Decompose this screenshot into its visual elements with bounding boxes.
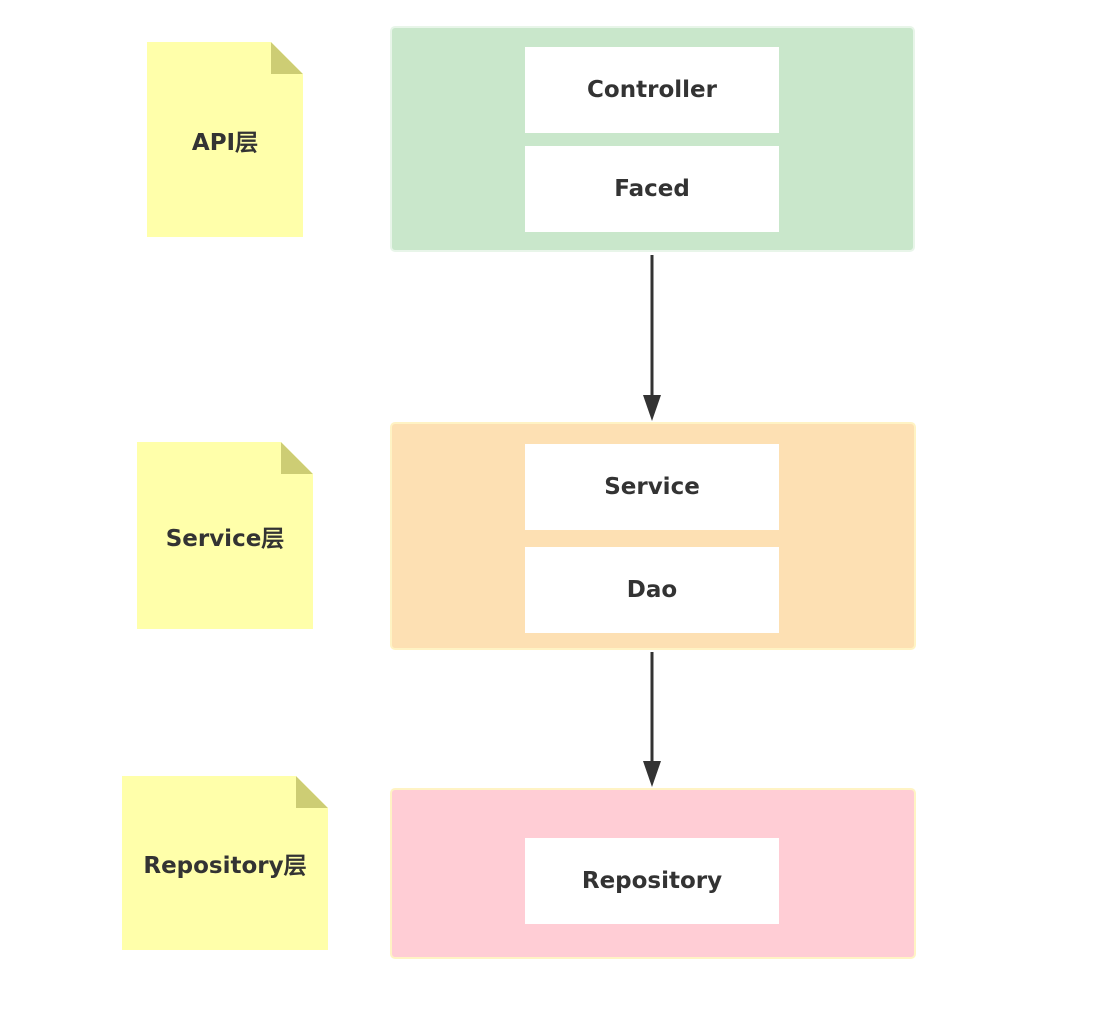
note-label: Repository层 [143,853,307,879]
box-label: Service [604,474,700,500]
repository-box: Repository [525,838,779,924]
dao-box: Dao [525,547,779,633]
note-label: Service层 [165,525,285,552]
controller-box: Controller [525,47,779,133]
box-label: Repository [581,868,723,894]
box-label: Controller [587,77,717,103]
arrow-service-to-repository-head [643,761,661,787]
service-box: Service [525,444,779,530]
arrow-api-to-service-head [643,395,661,421]
box-label: Faced [614,176,690,202]
note-service-layer: Service层 [137,442,313,629]
note-repository-layer: Repository层 [122,776,328,950]
box-label: Dao [626,577,678,603]
faced-box: Faced [525,146,779,232]
note-label: API层 [191,129,259,156]
